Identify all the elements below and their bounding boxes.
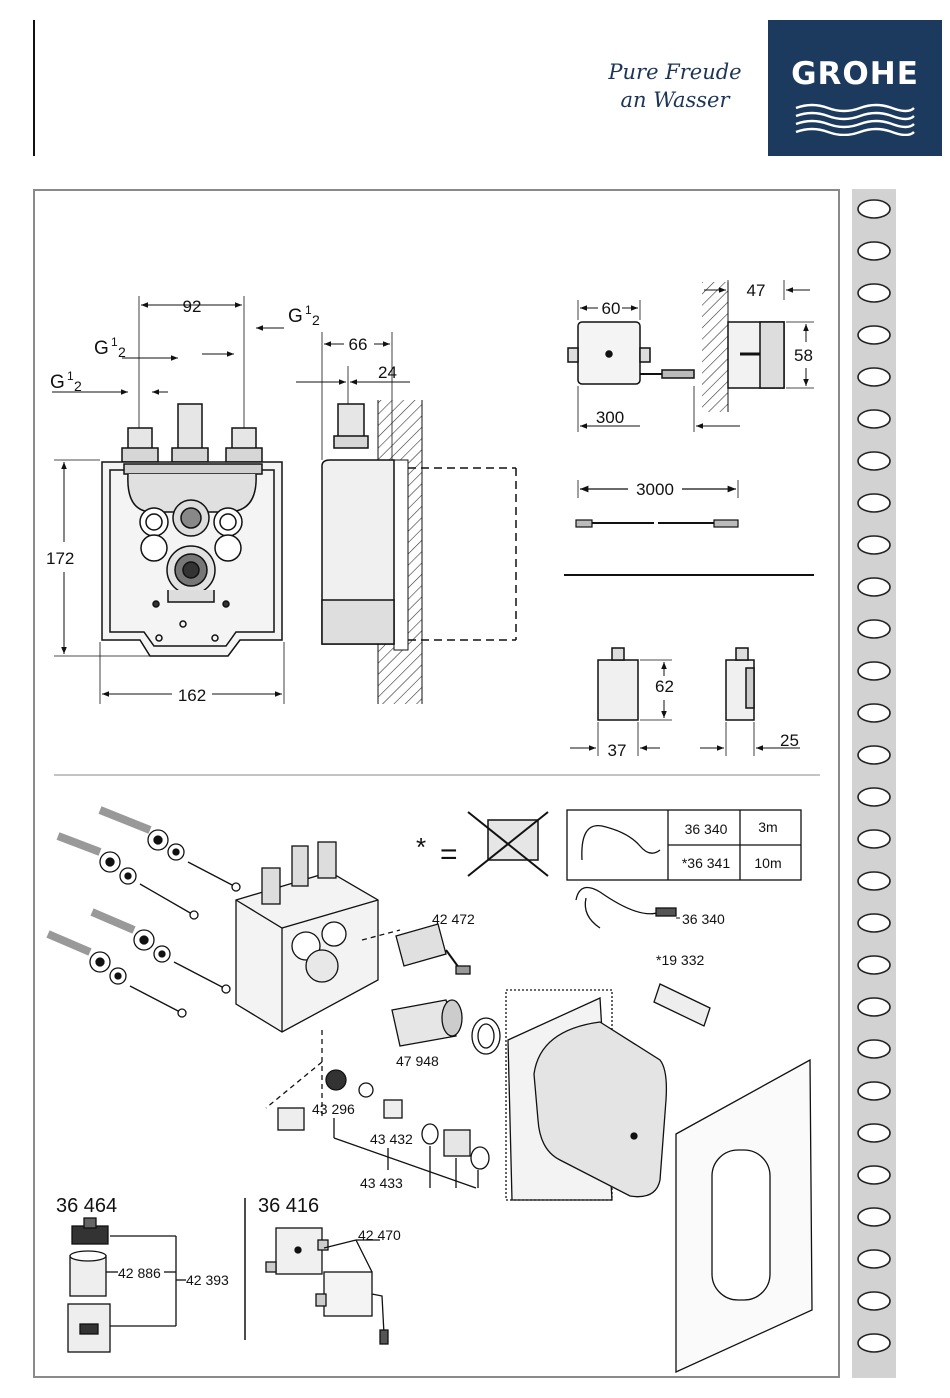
dim-thread-left-lower-sub: 2 bbox=[74, 378, 82, 394]
dim-47: 47 bbox=[747, 281, 766, 300]
dim-thread-right: G bbox=[288, 306, 303, 327]
exploded-view bbox=[48, 810, 812, 1372]
label-36340: 36 340 bbox=[682, 911, 725, 927]
battery-module bbox=[570, 648, 800, 756]
table-length-2: 10m bbox=[754, 855, 781, 871]
label-42470: 42 470 bbox=[358, 1227, 401, 1243]
label-42472: 42 472 bbox=[432, 911, 475, 927]
dim-58: 58 bbox=[794, 346, 813, 365]
dim-162: 162 bbox=[178, 686, 206, 705]
housing-iso bbox=[236, 842, 378, 1032]
dim-66: 66 bbox=[349, 335, 368, 354]
dim-3000: 3000 bbox=[636, 480, 674, 499]
dim-172: 172 bbox=[46, 549, 74, 568]
dim-thread-right-sub: 2 bbox=[312, 312, 320, 328]
dim-24: 24 bbox=[378, 363, 397, 382]
dim-thread-right-sup: 1 bbox=[305, 303, 312, 317]
dim-thread-left-lower: G bbox=[50, 372, 65, 393]
mounting-hardware bbox=[48, 810, 240, 1017]
label-42886: 42 886 bbox=[118, 1265, 161, 1281]
kit-36464 bbox=[68, 1218, 186, 1352]
dim-thread-left-upper-sup: 1 bbox=[111, 335, 118, 349]
dim-thread-left-lower-sup: 1 bbox=[67, 369, 74, 383]
cable-3000 bbox=[564, 480, 814, 575]
dim-25: 25 bbox=[780, 731, 799, 750]
label-36416: 36 416 bbox=[258, 1195, 319, 1217]
asterisk-symbol: * bbox=[416, 832, 426, 862]
table-code-1: 36 340 bbox=[685, 821, 728, 837]
dim-thread-left-upper-sub: 2 bbox=[118, 344, 126, 360]
not-included-symbol bbox=[468, 812, 548, 876]
dim-thread-left-upper: G bbox=[94, 338, 109, 359]
label-43296: 43 296 bbox=[312, 1101, 355, 1117]
label-43432: 43 432 bbox=[370, 1131, 413, 1147]
front-view bbox=[52, 296, 284, 704]
label-47948: 47 948 bbox=[396, 1053, 439, 1069]
label-43433: 43 433 bbox=[360, 1175, 403, 1191]
label-36464: 36 464 bbox=[56, 1195, 117, 1217]
table-code-2: *36 341 bbox=[682, 855, 730, 871]
dim-62: 62 bbox=[655, 677, 674, 696]
equals-symbol: = bbox=[440, 838, 458, 871]
dim-37: 37 bbox=[608, 741, 627, 760]
kit-36416 bbox=[266, 1228, 388, 1344]
label-42393: 42 393 bbox=[186, 1272, 229, 1288]
dim-60: 60 bbox=[602, 299, 621, 318]
side-view bbox=[296, 332, 516, 704]
table-length-1: 3m bbox=[758, 819, 777, 835]
dim-92: 92 bbox=[183, 297, 202, 316]
dim-300: 300 bbox=[596, 408, 624, 427]
label-19332: *19 332 bbox=[656, 952, 704, 968]
